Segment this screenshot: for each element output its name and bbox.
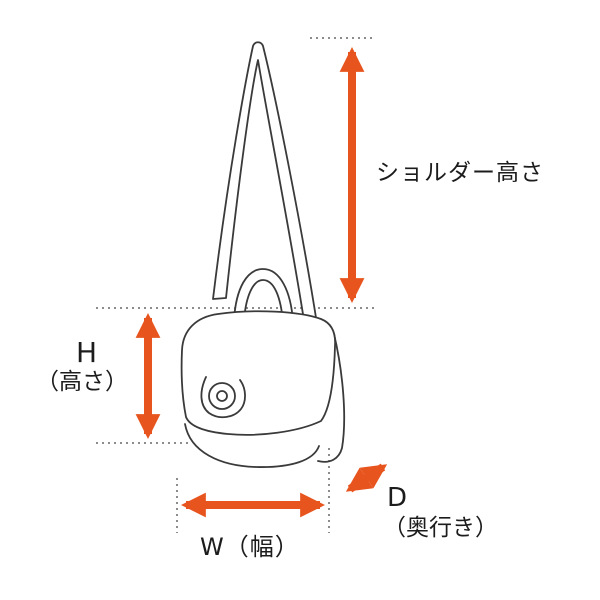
- clasp-button-center: [216, 390, 228, 402]
- measurement-arrows: [135, 47, 388, 518]
- guide-lines: [96, 37, 378, 533]
- bag-gusset: [317, 333, 346, 463]
- height-paren-label: （高さ）: [36, 369, 128, 395]
- depth-paren-label: （奥行き）: [383, 515, 498, 541]
- clasp-tab: [200, 376, 246, 419]
- depth-letter-label: D: [387, 483, 408, 513]
- bag-drawing: [180, 41, 346, 468]
- shoulder-strap: [212, 41, 318, 328]
- bag-flap: [180, 310, 336, 436]
- width-label: W（幅）: [200, 533, 300, 561]
- height-letter-label: H: [76, 336, 98, 369]
- depth-arrow: [345, 463, 388, 493]
- shoulder-height-label: ショルダー高さ: [376, 160, 544, 186]
- bag-body-bottom: [184, 423, 320, 468]
